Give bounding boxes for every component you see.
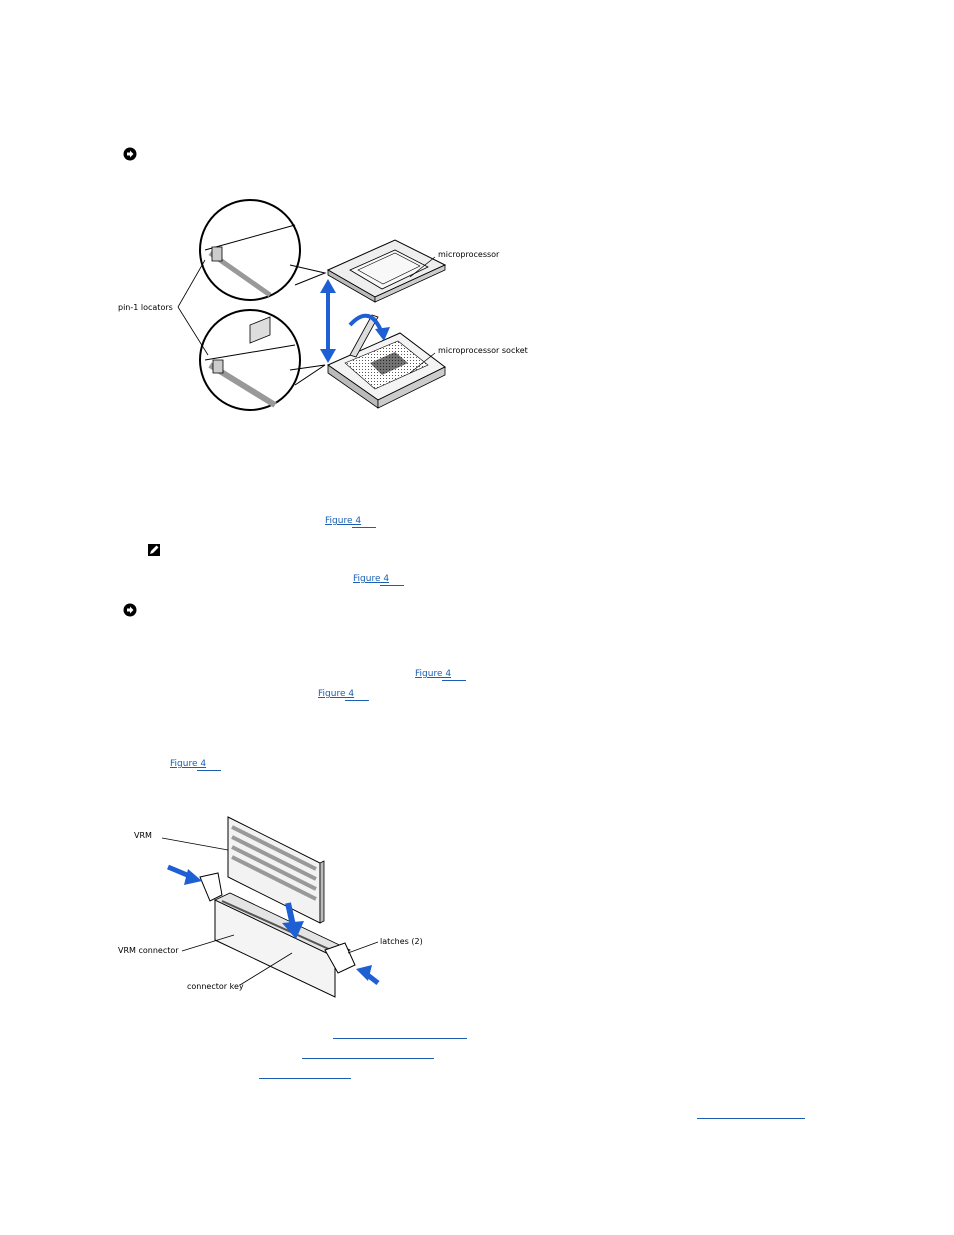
link-underline (197, 770, 221, 771)
microprocessor-socket-label: microprocessor socket (438, 346, 528, 355)
notice-icon (123, 147, 137, 161)
vrm-connector-label: VRM connector (118, 946, 179, 955)
vrm-label: VRM (134, 831, 152, 840)
cross-reference-link-4[interactable] (697, 1118, 805, 1119)
note-pencil-icon (148, 544, 160, 556)
microprocessor-label: microprocessor (438, 250, 500, 259)
cross-reference-link-1[interactable] (333, 1038, 467, 1039)
figure-4-link-2[interactable]: Figure 4 (353, 574, 390, 584)
cross-reference-link-3[interactable] (259, 1078, 351, 1079)
link-underline (380, 585, 404, 586)
figure-4-link-3[interactable]: Figure 4 (415, 669, 452, 679)
pin1-locators-label: pin-1 locators (118, 303, 173, 312)
latches-label: latches (2) (380, 937, 423, 946)
microprocessor-installation-figure: pin-1 locators microprocessor microproce… (118, 199, 528, 411)
link-underline (352, 527, 376, 528)
link-underline (442, 680, 466, 681)
connector-key-label: connector key (187, 982, 244, 991)
figure-4-link-5[interactable]: Figure 4 (170, 759, 207, 769)
link-underline (345, 700, 369, 701)
vrm-installation-figure: VRM latches (2) VRM connector connector … (118, 816, 423, 998)
notice-icon (123, 603, 137, 617)
figure-4-link-1[interactable]: Figure 4 (325, 516, 362, 526)
cross-reference-link-2[interactable] (302, 1058, 434, 1059)
figure-4-link-4[interactable]: Figure 4 (318, 689, 355, 699)
